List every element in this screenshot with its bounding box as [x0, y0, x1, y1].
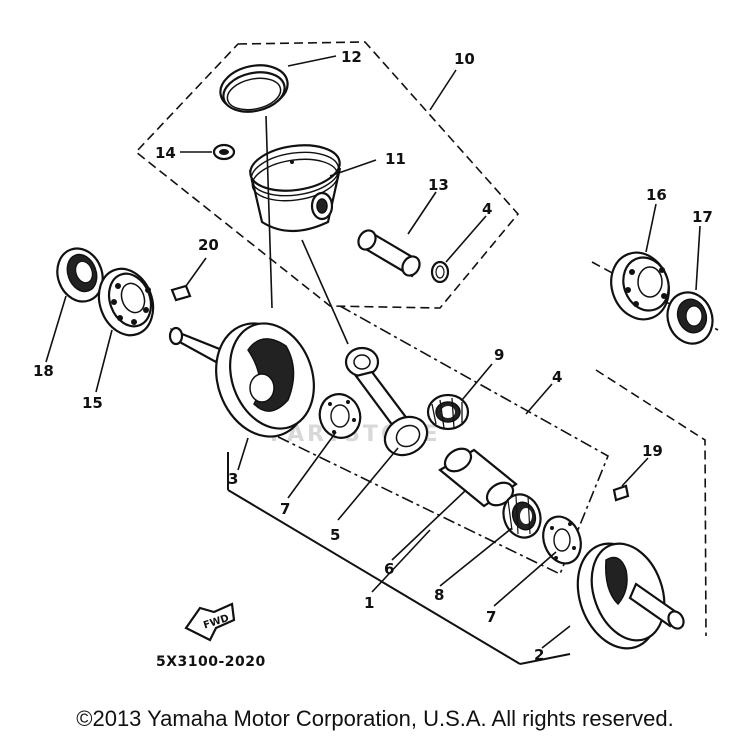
callout-12: 12 — [341, 48, 362, 66]
fwd-arrow-icon: FWD — [184, 602, 236, 642]
callouts: 12 10 14 11 13 4 20 16 17 18 15 9 4 19 3… — [33, 48, 713, 664]
crankshaft-exploded-view: PARTSTORE — [33, 41, 719, 670]
piston — [248, 144, 342, 232]
bearing-right — [610, 251, 670, 321]
crank-group-border — [267, 305, 610, 576]
callout-7-right: 7 — [486, 608, 496, 626]
callout-9: 9 — [494, 346, 504, 364]
woodruff-key-right — [612, 484, 630, 502]
piston-pin-clip-4 — [430, 260, 450, 284]
crank-pin — [438, 447, 518, 508]
crank-left — [168, 322, 315, 438]
needle-bearing-small-end — [426, 393, 470, 431]
callout-13: 13 — [428, 176, 449, 194]
callout-10: 10 — [454, 50, 475, 68]
oil-seal-left — [56, 247, 104, 303]
callout-11: 11 — [385, 150, 406, 168]
callout-5: 5 — [330, 526, 340, 544]
callout-4-clip: 4 — [482, 200, 492, 218]
woodruff-key-left — [170, 284, 192, 302]
thrust-washer-left — [318, 393, 362, 439]
callout-16: 16 — [646, 186, 667, 204]
callout-6: 6 — [384, 560, 394, 578]
callout-3: 3 — [228, 470, 238, 488]
callout-8: 8 — [434, 586, 444, 604]
crankshaft-group-border — [227, 452, 571, 665]
bearing-left — [97, 267, 155, 337]
callout-2: 2 — [534, 646, 544, 664]
diagram-part-code: 5X3100-2020 — [156, 654, 266, 670]
callout-17: 17 — [692, 208, 713, 226]
copyright-notice: ©2013 Yamaha Motor Corporation, U.S.A. A… — [76, 706, 674, 731]
thrust-washer-right — [542, 515, 582, 565]
callout-18: 18 — [33, 362, 54, 380]
piston-pin — [357, 229, 421, 278]
callout-7-left: 7 — [280, 500, 290, 518]
callout-15: 15 — [82, 394, 103, 412]
piston-group-border — [134, 41, 520, 309]
callout-20: 20 — [198, 236, 219, 254]
callout-1: 1 — [364, 594, 374, 612]
callout-19: 19 — [642, 442, 663, 460]
piston-pin-clip-14 — [212, 143, 236, 161]
crank-right — [576, 542, 685, 650]
callout-14: 14 — [155, 144, 176, 162]
leader-lines — [45, 55, 701, 649]
oil-seal-right — [666, 291, 714, 345]
piston-ring — [219, 64, 289, 113]
callout-4-assembly: 4 — [552, 368, 562, 386]
needle-bearing-big-end — [502, 493, 542, 539]
connecting-rod — [344, 346, 429, 457]
